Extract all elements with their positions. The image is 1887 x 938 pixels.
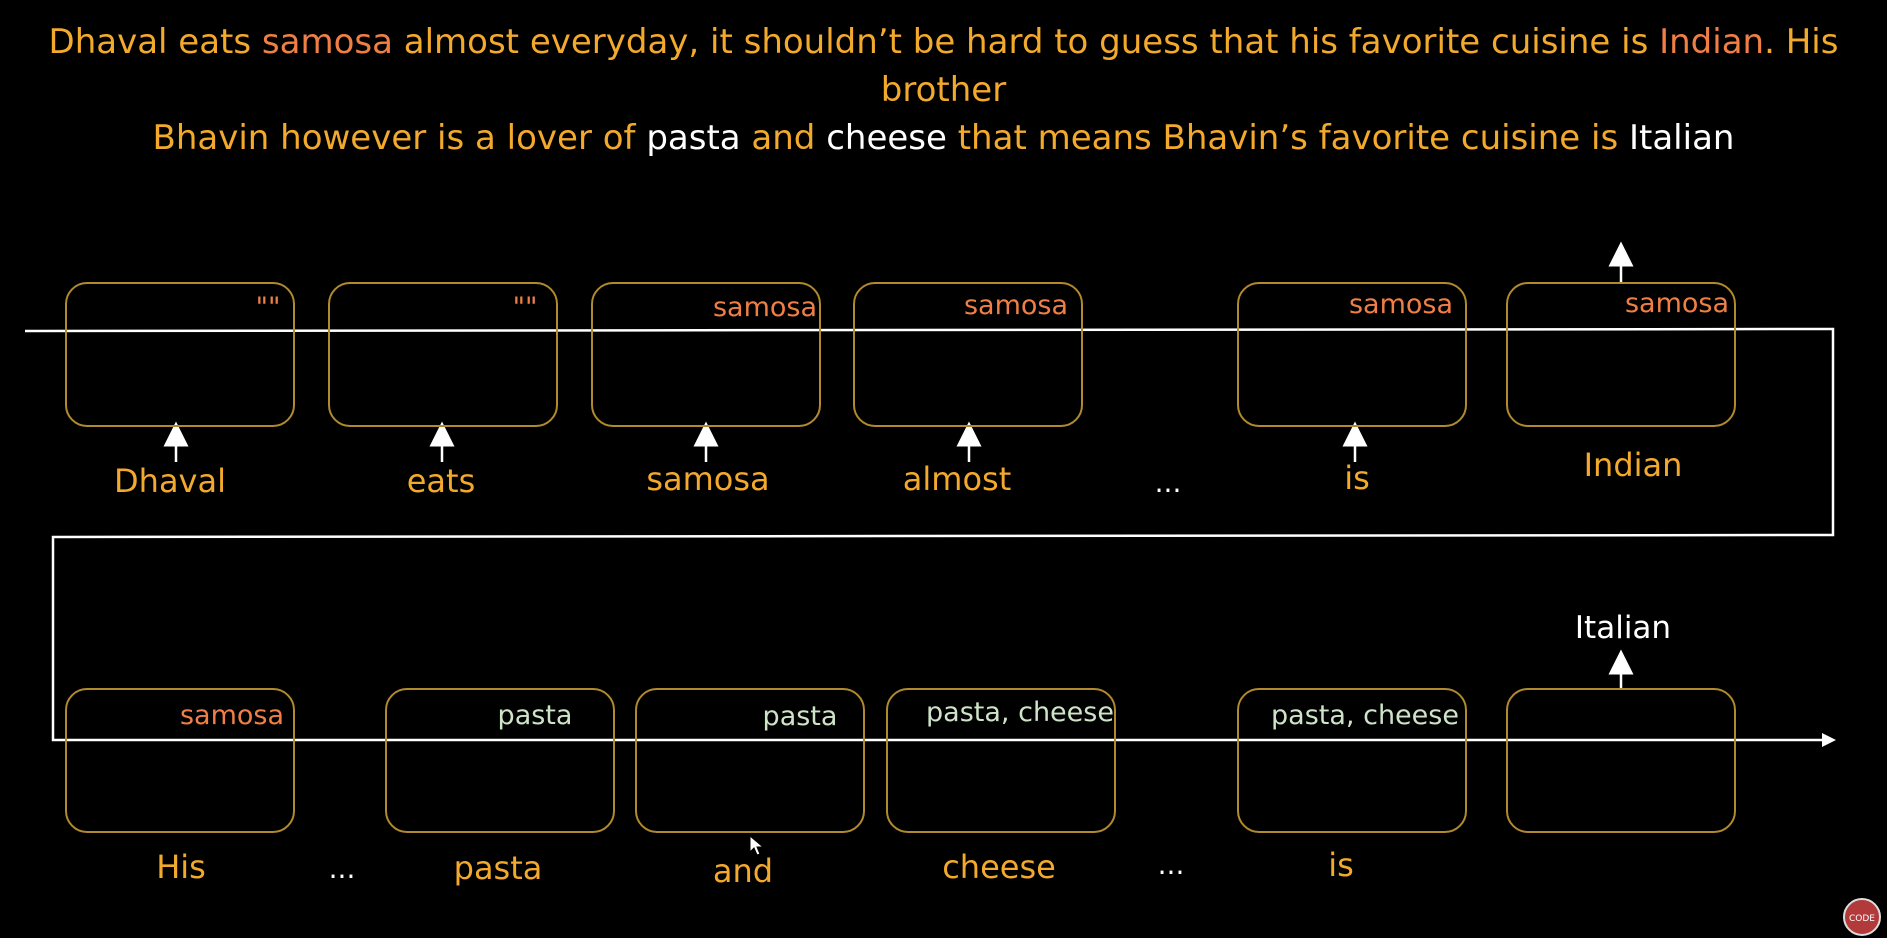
ellipsis: ...	[1154, 466, 1182, 499]
input-word: and	[712, 852, 774, 890]
input-word: samosa	[646, 460, 770, 498]
mouse-cursor	[749, 834, 765, 856]
input-word: cheese	[942, 848, 1056, 886]
channel-logo: CODE	[1843, 898, 1881, 936]
headline-segment: pasta	[646, 118, 741, 158]
headline: Dhaval eats samosa almost everyday, it s…	[0, 18, 1887, 162]
memory-flow-line	[24, 327, 1835, 742]
memory-state: samosa	[963, 290, 1069, 321]
memory-state: pasta, cheese	[1271, 700, 1459, 731]
memory-state: samosa	[179, 700, 285, 731]
rnn-cell	[328, 282, 558, 427]
rnn-cell	[65, 282, 295, 427]
headline-segment: Dhaval eats	[48, 22, 262, 62]
rnn-cell	[1237, 688, 1467, 833]
headline-segment: and	[740, 118, 827, 158]
input-word: Dhaval	[114, 462, 226, 500]
memory-state: pasta, cheese	[926, 697, 1114, 728]
memory-state: samosa	[1624, 288, 1730, 319]
headline-segment: that means Bhavin’s favorite cuisine is	[946, 118, 1629, 158]
rnn-cell	[635, 688, 865, 833]
rnn-cell	[886, 688, 1116, 833]
headline-line-2: Bhavin however is a lover of pasta and c…	[0, 114, 1887, 162]
ellipsis: ...	[328, 852, 356, 885]
headline-segment: Indian	[1659, 22, 1765, 62]
memory-state: pasta	[762, 701, 838, 732]
ellipsis: ...	[1157, 848, 1185, 881]
headline-segment: cheese	[826, 118, 947, 158]
headline-segment: . His brother	[880, 22, 1839, 110]
rnn-cell	[1506, 282, 1736, 427]
headline-segment: almost everyday, it shouldn’t be hard to…	[392, 22, 1660, 62]
headline-segment: samosa	[261, 22, 393, 62]
rnn-cell	[1506, 688, 1736, 833]
flow-end-arrow	[1822, 733, 1836, 747]
headline-segment: Bhavin however is a lover of	[152, 118, 647, 158]
rnn-cell	[65, 688, 295, 833]
input-word: eats	[406, 462, 476, 500]
memory-state: pasta	[497, 700, 573, 731]
input-word: almost	[902, 460, 1012, 498]
memory-state: samosa	[712, 292, 818, 323]
rnn-cell	[385, 688, 615, 833]
output-label: Italian	[1574, 610, 1672, 646]
memory-state: ""	[512, 292, 538, 323]
rnn-cell	[591, 282, 821, 427]
headline-segment: Italian	[1628, 118, 1735, 158]
memory-state: ""	[255, 292, 281, 323]
input-word: pasta	[453, 849, 543, 887]
memory-state: samosa	[1348, 289, 1454, 320]
input-word: Indian	[1583, 446, 1683, 484]
input-word: is	[1344, 459, 1370, 497]
headline-line-1: Dhaval eats samosa almost everyday, it s…	[0, 18, 1887, 114]
rnn-cell	[1237, 282, 1467, 427]
input-word: His	[156, 848, 206, 886]
input-word: is	[1328, 846, 1354, 884]
rnn-cell	[853, 282, 1083, 427]
